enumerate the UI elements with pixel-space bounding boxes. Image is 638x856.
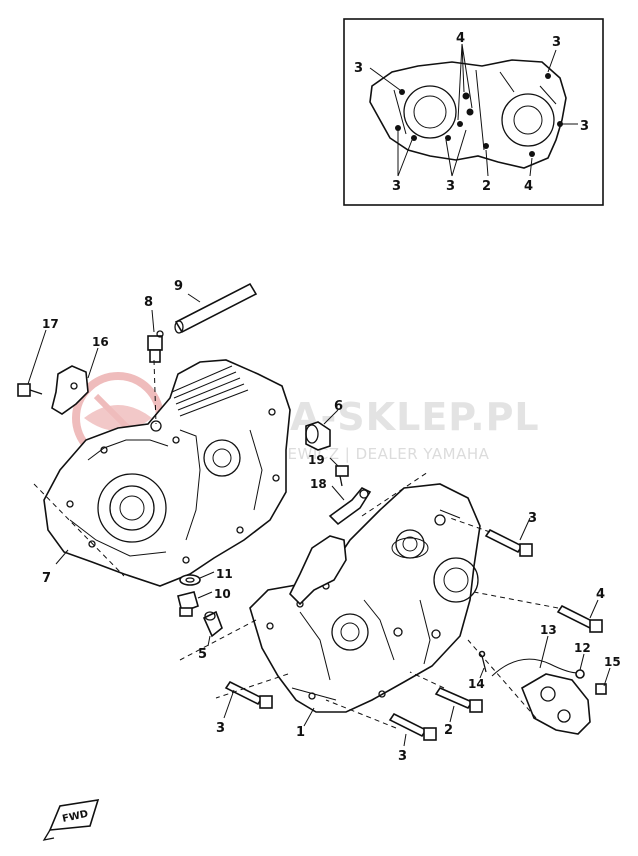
part-gasket [289,535,347,606]
part-15-screw [595,683,607,695]
callout-14: 14 [468,677,485,691]
callout-12: 12 [574,641,591,655]
part-3-bolt-lower-left [224,680,273,709]
callout-7: 7 [42,571,51,586]
callout-2: 2 [444,723,453,738]
callout-17: 17 [42,317,59,331]
callout-6: 6 [334,399,343,414]
leader-lines [27,293,611,747]
callout-9: 9 [174,279,183,294]
inset-view: 4 3 3 3 3 3 2 4 [343,18,604,206]
part-17-bolt [17,383,43,397]
callout-13: 13 [540,623,557,637]
right-crankcase-body [249,483,481,713]
callout-4: 4 [596,587,605,602]
inset-callout-3-left: 3 [354,61,363,76]
part-10-plug [177,591,199,617]
part-12-fitting [575,669,585,679]
inset-bolts [395,73,563,157]
inset-callout-3-topright: 3 [552,35,561,50]
part-16-bracket [51,365,89,415]
callout-3-upper: 3 [528,511,537,526]
part-11-washer [179,574,201,586]
callout-numbers: 9 8 17 16 6 19 18 7 11 10 5 3 4 13 12 15… [42,279,621,764]
callout-16: 16 [92,335,109,349]
part-19-screw [335,465,349,487]
callout-8: 8 [144,295,153,310]
callout-5: 5 [198,647,207,662]
callout-3-left: 3 [216,721,225,736]
part-3-bolt-lower [388,712,437,741]
part-9-pin [174,282,258,334]
callout-19: 19 [308,453,325,467]
inset-callout-4-bottom: 4 [524,179,533,194]
callout-3-bottom: 3 [398,749,407,764]
part-18-plate [328,487,372,526]
part-6-bushing [305,421,331,451]
callout-18: 18 [310,477,327,491]
part-8-fitting [147,330,164,363]
alignment-lines [33,359,559,729]
fwd-marker: FWD [42,799,100,841]
part-5-bushing [202,610,223,638]
part-13-cover [491,658,591,735]
right-crankcase [249,483,481,713]
fwd-label: FWD [61,809,89,825]
inset-frame [343,18,604,206]
inset-callout-3-bottomleft: 3 [392,179,401,194]
watermark-subtitle: SOŁTYSIEWICZ | DEALER YAMAHA [222,445,490,463]
callout-1: 1 [296,725,305,740]
callout-11: 11 [216,567,233,581]
fwd-arrow-icon [48,799,100,831]
left-crankcase [43,359,291,587]
callout-15: 15 [604,655,621,669]
callout-10: 10 [214,587,231,601]
left-crankcase-bolt-holes [66,408,280,564]
inset-callout-2: 2 [482,179,491,194]
part-3-bolt-upper [484,528,533,557]
inset-callout-3-bottom: 3 [446,179,455,194]
inset-callout-3-right: 3 [580,119,589,134]
part-2-bolt [434,686,483,713]
inset-callout-4-top: 4 [456,31,465,46]
part-4-bolt [556,604,603,633]
